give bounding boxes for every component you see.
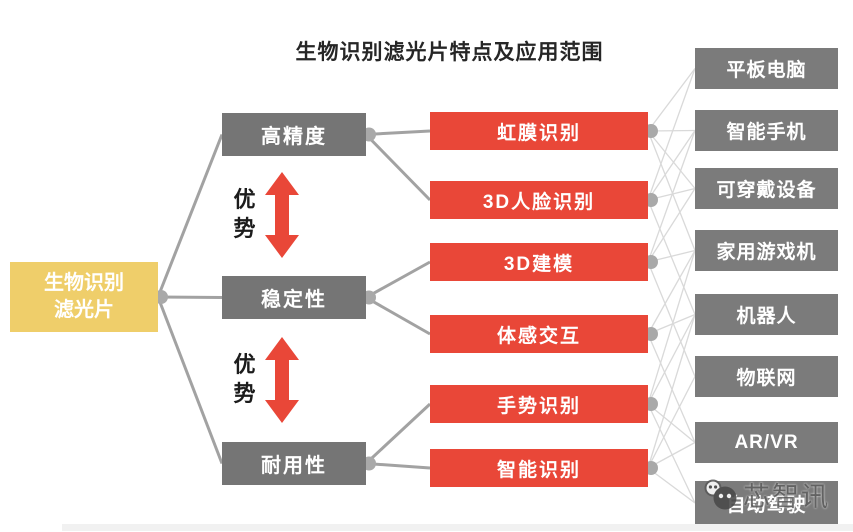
connector-line [647,314,696,405]
connector-line [647,130,696,251]
page-title: 生物识别滤光片特点及应用范围 [295,41,604,64]
connector-line [647,130,696,201]
tech-box-smart-recognition: 智能识别 [430,449,648,487]
feature-box-high-precision: 高精度 [222,113,366,156]
device-box-game-console: 家用游戏机 [695,230,838,271]
mascot-icon [704,479,737,509]
connector-line [647,130,696,263]
double-arrow-icon [265,172,300,258]
tech-box-3d-face-recognition: 3D人脸识别 [430,181,648,219]
connector-line [156,133,224,298]
device-box-robot: 机器人 [695,294,838,335]
connector-line [157,295,223,299]
device-box-smartphone: 智能手机 [695,110,838,151]
device-box-wearables: 可穿戴设备 [695,168,838,209]
connector-line [647,68,696,132]
connector-line [647,68,696,201]
connector-line [647,250,696,335]
connector-line [365,129,431,136]
connector-line [647,199,696,315]
double-arrow-icon [265,337,300,423]
feature-box-stability: 稳定性 [222,276,366,319]
connector-line [647,403,696,504]
connector-line [647,314,696,469]
tech-box-3d-modeling: 3D建模 [430,243,648,281]
advantage-group-bottom: 优势 [233,337,300,423]
root-label-line1: 生物识别 [44,272,124,294]
feature-box-durability: 耐用性 [222,442,366,485]
connector-line [365,260,431,299]
advantage-group-top: 优势 [233,172,300,258]
connector-line [647,333,696,443]
device-box-tablet: 平板电脑 [695,48,838,89]
connector-line [647,376,696,469]
watermark-text: 芯智讯 [743,482,830,512]
advantage-label: 优势 [233,187,256,241]
tech-box-motion-sensing: 体感交互 [430,315,648,353]
device-box-ar-vr: AR/VR [695,422,838,463]
watermark-logo: 芯智讯 [703,475,830,514]
connector-line [156,296,224,465]
tech-box-iris-recognition: 虹膜识别 [430,112,648,150]
connector-line [647,261,696,377]
connector-line [364,133,432,202]
device-box-iot: 物联网 [695,356,838,397]
connector-line [647,467,696,504]
connector-line [365,462,431,470]
connector-line [647,130,696,189]
root-label-line2: 滤光片 [54,299,114,321]
connector-line [365,296,431,336]
bottom-divider-bar [62,524,853,531]
root-box-biometric-filter: 生物识别 滤光片 [10,262,158,332]
tech-box-gesture-recognition: 手势识别 [430,385,648,423]
connector-line [647,250,696,405]
connector-line [647,188,696,263]
connector-line [364,402,432,465]
advantage-label: 优势 [233,352,256,406]
